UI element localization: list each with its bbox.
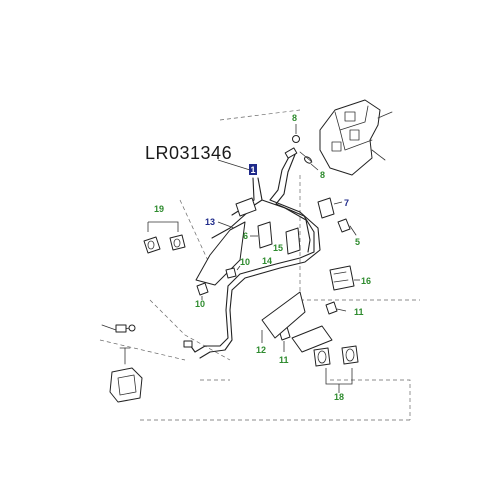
clip-6: [250, 221, 273, 249]
callout-8-top: 8: [292, 113, 297, 123]
fitting-8-lower: [299, 151, 319, 171]
clip-19-left: [143, 236, 161, 254]
callout-19: 19: [154, 204, 164, 214]
bush-18-right: [341, 345, 359, 365]
bracket-13: [195, 221, 246, 286]
callout-11-lower: 11: [279, 355, 289, 365]
abs-modulator-unit: [319, 99, 393, 176]
callout-6: 6: [243, 231, 248, 241]
callout-15: 15: [273, 243, 283, 253]
callout-8-lower: 8: [320, 170, 325, 180]
bolt-10-lower: [196, 282, 209, 300]
callout-5: 5: [355, 237, 360, 247]
callout-14: 14: [262, 256, 272, 266]
fitting-8-top: [292, 124, 300, 143]
callout-labels: 8 8 7 5 19 13 6 15 10 14 16 10 11 12 11 …: [154, 113, 371, 402]
bolt-11-right: [325, 301, 347, 315]
callout-12: 12: [256, 345, 266, 355]
bolt-10-upper: [225, 265, 241, 279]
callout-18: 18: [334, 392, 344, 402]
callout-10-upper: 10: [240, 257, 250, 267]
sensor-connector: [101, 324, 136, 333]
brake-pipe-bundle: [183, 147, 321, 359]
callout-7: 7: [344, 198, 349, 208]
callout-19-leader: [147, 221, 179, 232]
callout-10-lower: 10: [195, 299, 205, 309]
clip-15: [285, 227, 301, 255]
part-number-leader: [217, 159, 251, 171]
callout-16: 16: [361, 276, 371, 286]
callout-13: 13: [205, 217, 215, 227]
bolt-5: [337, 218, 357, 236]
callout-18-leader: [325, 368, 353, 393]
caliper-assembly: [109, 347, 143, 403]
bracket-7: [317, 197, 343, 219]
highlight-box: [249, 164, 257, 175]
part-number-label: LR031346: [145, 143, 232, 163]
clip-19-right: [169, 234, 186, 251]
callout-1: 1: [251, 165, 256, 175]
dashed-reference-lines: [99, 109, 420, 421]
bracket-16: [329, 265, 360, 291]
bush-18-left: [313, 347, 331, 367]
lower-bracket: [261, 291, 333, 353]
callout-11-right: 11: [354, 307, 364, 317]
